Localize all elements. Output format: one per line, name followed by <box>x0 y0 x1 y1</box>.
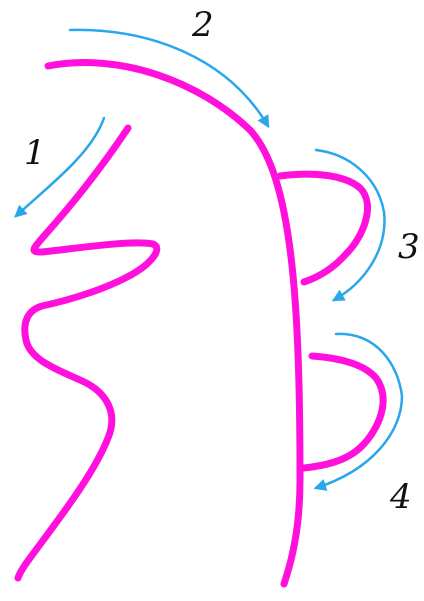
stroke-4-path <box>304 356 383 468</box>
step-label-2: 2 <box>192 8 214 42</box>
step-label-4: 4 <box>390 480 412 514</box>
step-label-1: 1 <box>24 136 46 170</box>
stroke-2-path <box>48 63 300 584</box>
step-label-3: 3 <box>398 230 420 264</box>
